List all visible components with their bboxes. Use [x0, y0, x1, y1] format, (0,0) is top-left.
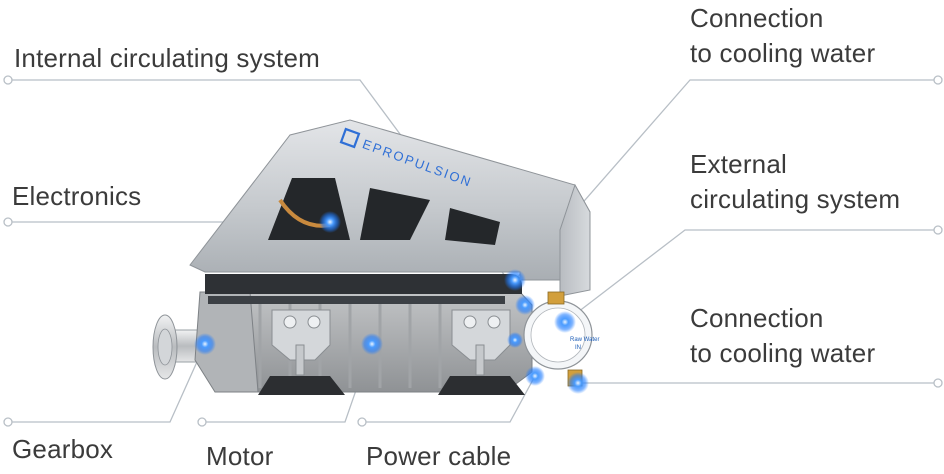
label-motor: Motor: [206, 441, 274, 471]
endpoint-dot: [357, 417, 367, 427]
gearbox-shaft: [152, 314, 221, 380]
label-line: to cooling water: [690, 38, 876, 68]
label-line: Connection: [690, 3, 824, 33]
glow-electronics: [319, 211, 341, 233]
vent-window: [445, 208, 500, 245]
endpoint-dot: [933, 225, 943, 235]
glow-connection-top: [504, 269, 526, 291]
endpoint-dot: [197, 417, 207, 427]
glow-connection-bottom: [567, 372, 589, 394]
glow-cable-port: [507, 332, 523, 348]
label-gearbox: Gearbox: [12, 434, 114, 464]
glow-power-cable: [525, 366, 545, 386]
label-line: External: [690, 149, 787, 179]
label-line: circulating system: [690, 184, 901, 214]
leader-gearbox: [8, 343, 206, 423]
endpoint-dot: [3, 75, 13, 85]
brass-fitting: [547, 291, 565, 305]
circulating-hose-lower: [208, 296, 505, 304]
vent-window: [360, 188, 430, 240]
leader-power-cable: [362, 375, 536, 423]
endpoint-dot: [933, 75, 943, 85]
label-power-cable: Power cable: [366, 441, 512, 471]
mount-bracket-left: [258, 309, 345, 395]
pump-label: IN: [575, 345, 581, 351]
circulating-hose: [205, 274, 522, 294]
glow-motor: [361, 333, 383, 355]
label-internal-circulating-system: Internal circulating system: [14, 43, 320, 73]
epropulsion-logo-icon: [339, 127, 361, 149]
leader-external-circulating: [564, 229, 938, 323]
label-electronics: Electronics: [12, 181, 142, 211]
endpoint-dot: [3, 417, 13, 427]
highlight-points: [194, 211, 589, 394]
leader-endpoints: [3, 75, 943, 427]
label-connection-cooling-water-top: Connection to cooling water: [690, 1, 875, 71]
endpoint-dot: [933, 378, 943, 388]
label-connection-cooling-water-bottom: Connection to cooling water: [690, 301, 875, 371]
endpoint-dot: [3, 217, 13, 227]
pump-label: Raw Water: [570, 337, 599, 343]
label-external-circulating-system: External circulating system: [690, 147, 900, 217]
label-line: to cooling water: [690, 338, 876, 368]
glow-external: [554, 311, 576, 333]
glow-gearbox: [194, 333, 216, 355]
glow-internal: [515, 295, 535, 315]
mount-bracket-right: [438, 309, 525, 395]
label-line: Connection: [690, 303, 824, 333]
electronics-housing: EPROPULSION: [189, 119, 591, 297]
